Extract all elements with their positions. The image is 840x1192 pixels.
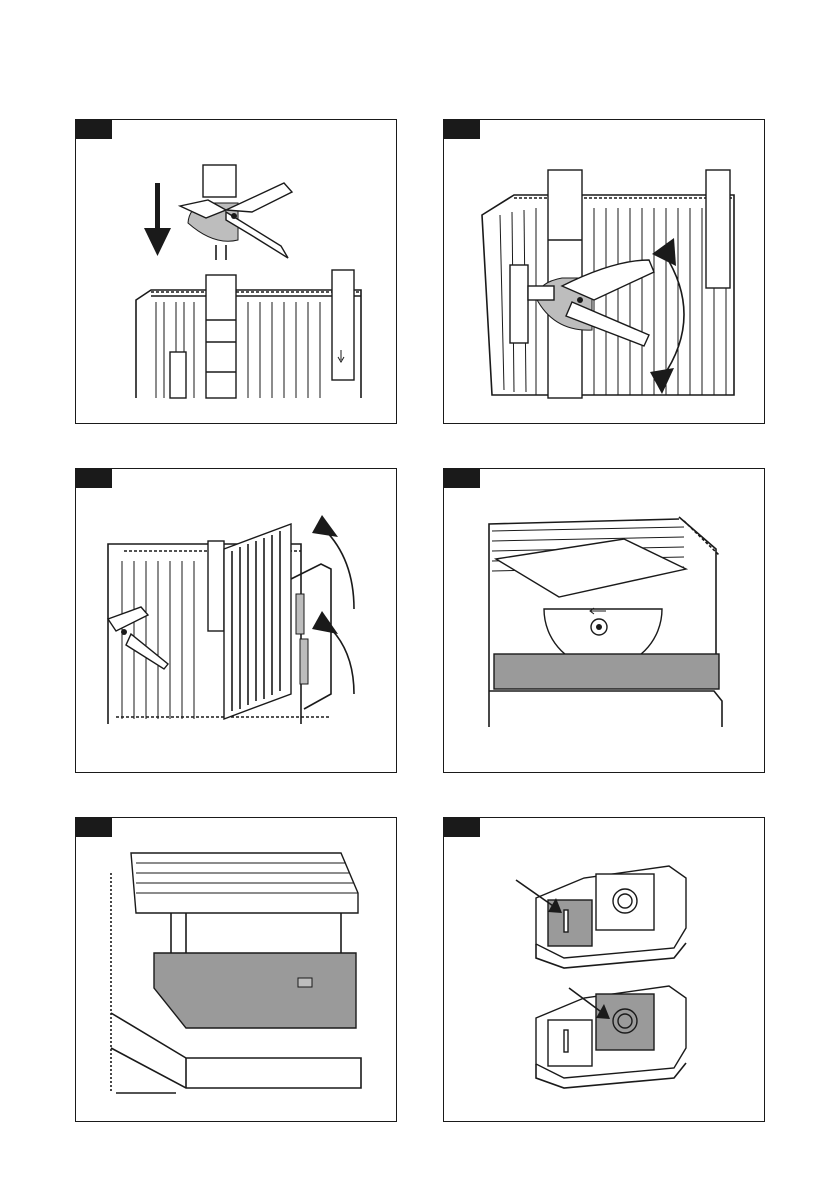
clamp-icon: [180, 165, 292, 260]
fold-up-arrow-icon: [312, 515, 354, 694]
blade-tray-illustration: [444, 469, 766, 774]
sponge-insert-illustration: [444, 818, 766, 1123]
figure-panel-1: [75, 119, 397, 424]
water-reservoir-icon: [154, 913, 356, 1028]
figure-panel-6: [443, 817, 765, 1122]
figure-panel-2: [443, 119, 765, 424]
table-extension-illustration: [76, 469, 398, 774]
figure-panel-5: [75, 817, 397, 1122]
clamp-rotate-illustration: [444, 120, 766, 425]
clamp-icon: [108, 607, 168, 669]
reservoir-illustration: [76, 818, 398, 1123]
extension-plate-icon: [224, 524, 331, 719]
figure-panel-4: [443, 468, 765, 773]
water-tray-icon: [489, 654, 722, 727]
clamp-lowering-illustration: [76, 120, 398, 425]
saw-table-icon: [136, 270, 361, 398]
clamp-icon: [528, 260, 654, 346]
figure-panel-3: [75, 468, 397, 773]
sponge-holder-bottom-icon: [536, 986, 686, 1088]
rotate-arrow-icon: [650, 238, 684, 394]
down-arrow-icon: [144, 183, 171, 256]
sponge-holder-top-icon: [536, 866, 686, 968]
